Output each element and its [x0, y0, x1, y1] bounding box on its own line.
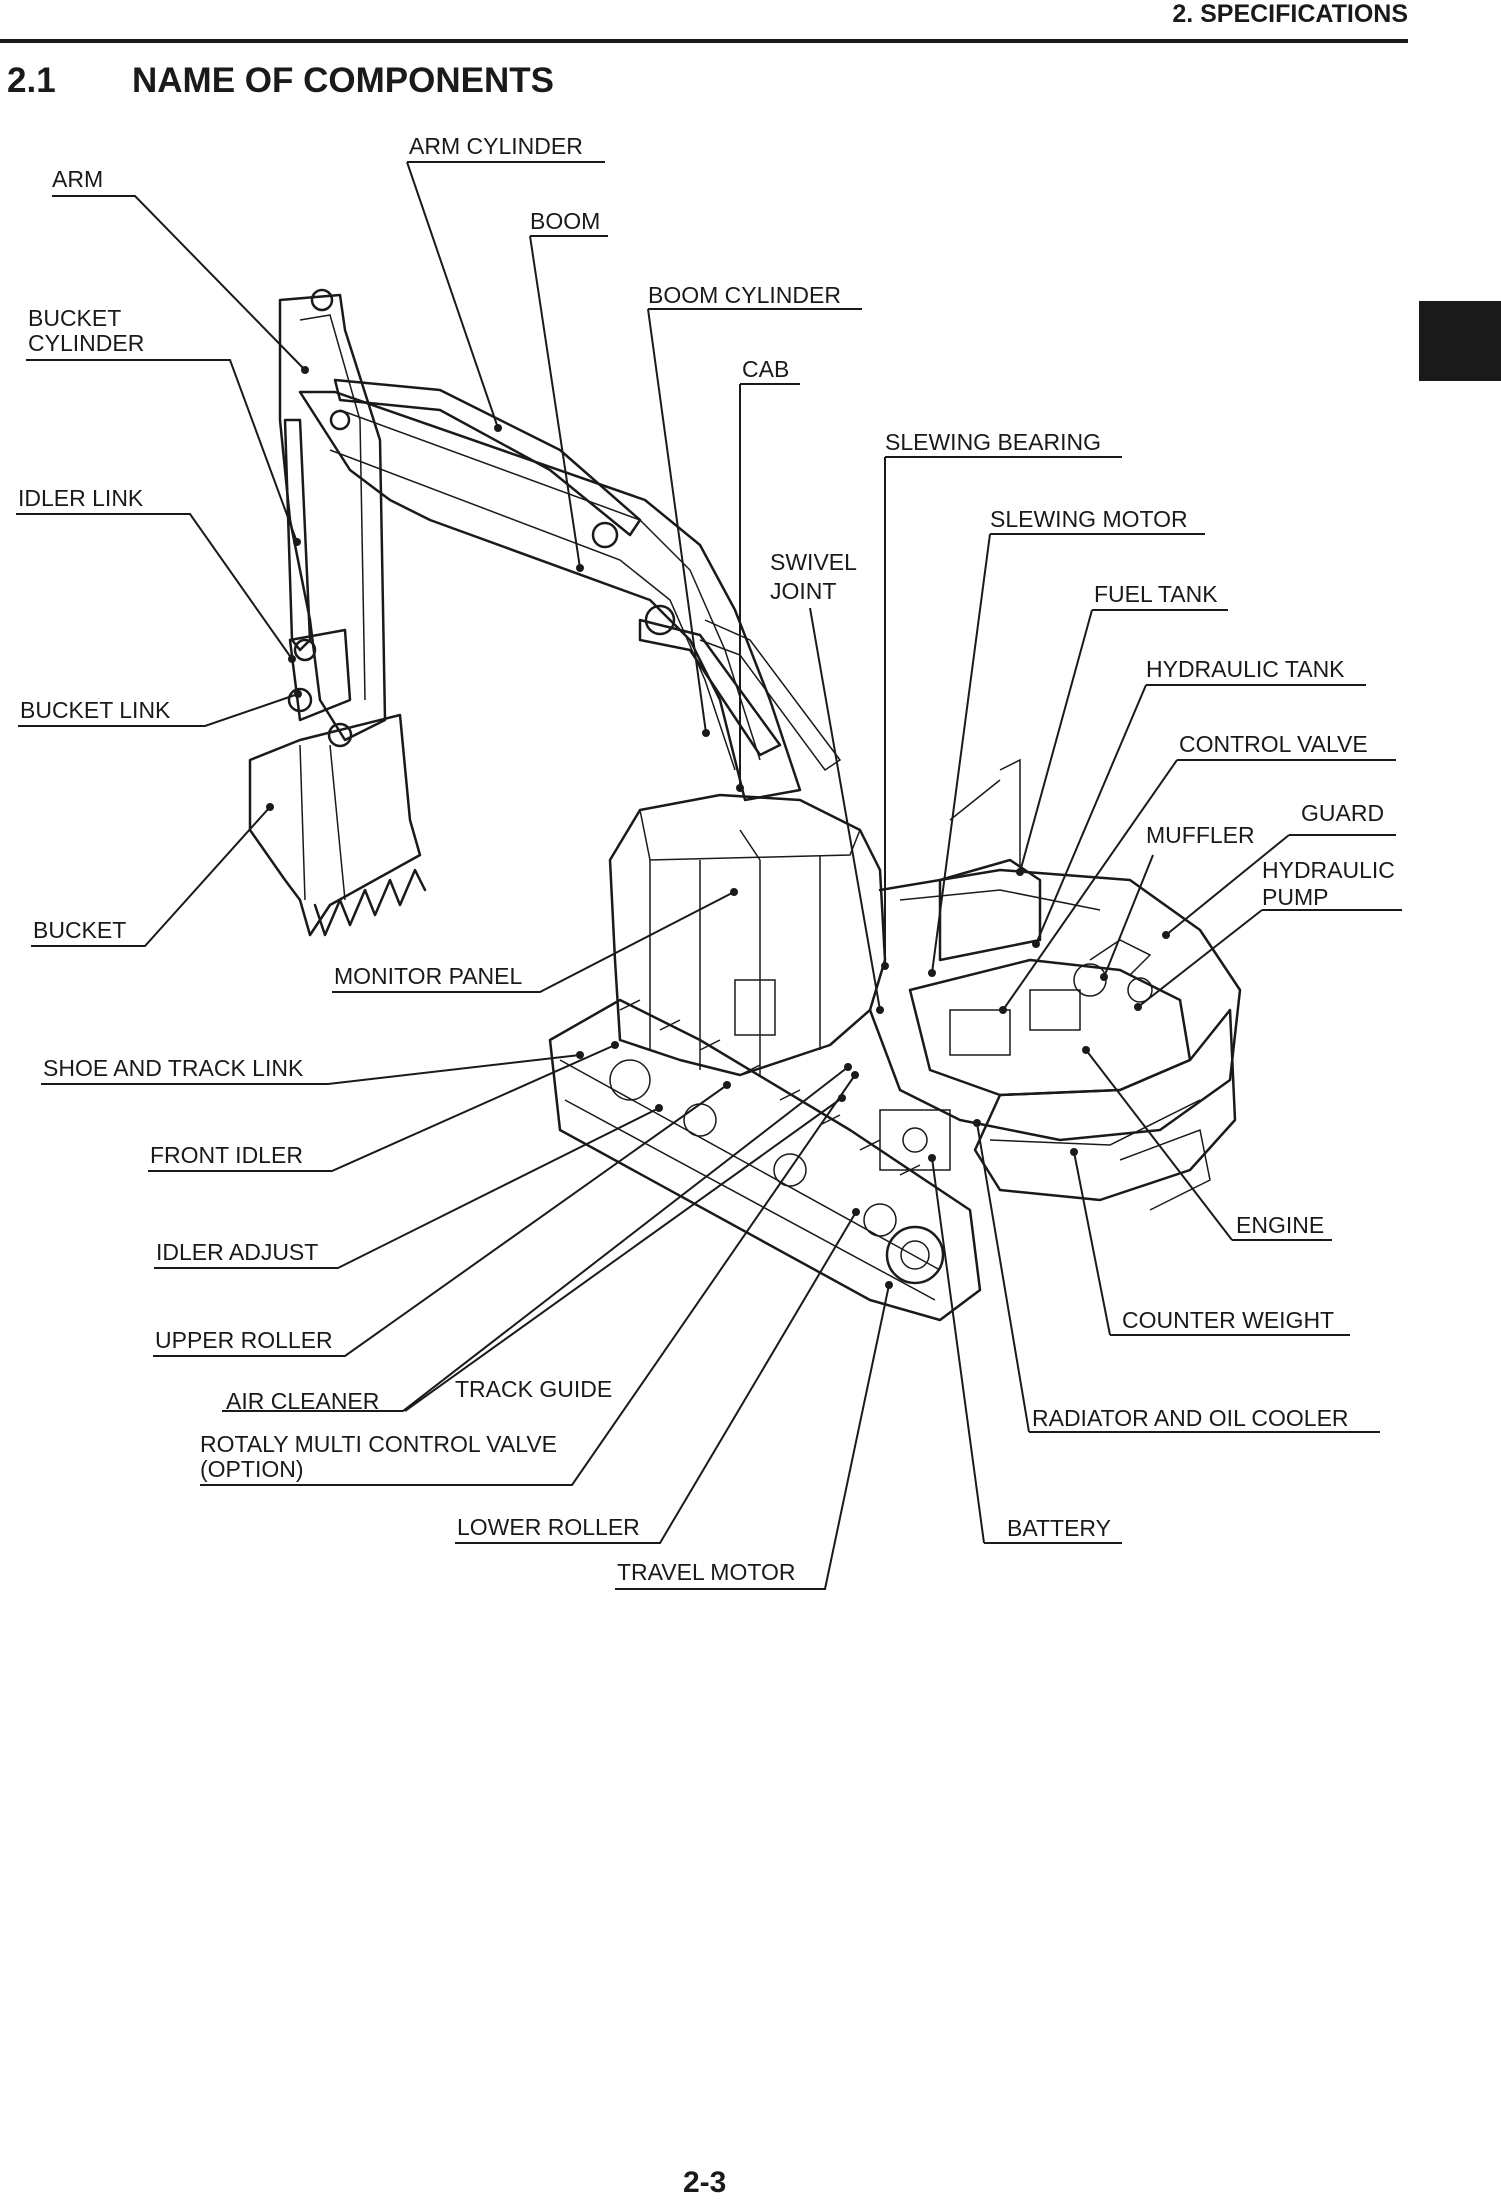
- leader-dots: [266, 366, 1170, 1289]
- label-bucket: BUCKET: [33, 917, 126, 943]
- label-bucket-cylinder-line1: BUCKET: [28, 305, 121, 331]
- label-air-cleaner: AIR CLEANER: [226, 1388, 379, 1414]
- label-guard: GUARD: [1301, 800, 1384, 826]
- label-shoe-and-track-link: SHOE AND TRACK LINK: [43, 1055, 304, 1081]
- header-rule: [0, 39, 1408, 43]
- label-engine: ENGINE: [1236, 1212, 1324, 1238]
- counter-weight-drawing: [973, 1008, 1237, 1202]
- section-number: 2.1: [7, 61, 56, 100]
- label-slewing-motor: SLEWING MOTOR: [990, 506, 1188, 532]
- label-fuel-tank: FUEL TANK: [1094, 581, 1218, 607]
- cab-drawing: [608, 793, 887, 1077]
- label-monitor-panel: MONITOR PANEL: [334, 963, 522, 989]
- chapter-header: 2. SPECIFICATIONS: [1172, 0, 1408, 28]
- component-labels: ARM ARM CYLINDER BOOM BUCKET CYLINDER BO…: [18, 133, 1395, 1585]
- label-bucket-cylinder-line2: CYLINDER: [28, 330, 144, 356]
- label-lower-roller: LOWER ROLLER: [457, 1514, 640, 1540]
- label-rotaly-multi-control-valve-line2: (OPTION): [200, 1456, 304, 1482]
- label-hydraulic-tank: HYDRAULIC TANK: [1146, 656, 1345, 682]
- chapter-tab-marker: [1419, 301, 1501, 381]
- label-swivel-joint-line1: SWIVEL: [770, 549, 857, 575]
- label-rotaly-multi-control-valve-line1: ROTALY MULTI CONTROL VALVE: [200, 1431, 557, 1457]
- label-track-guide: TRACK GUIDE: [455, 1376, 612, 1402]
- excavator-illustration: [248, 288, 1242, 1322]
- label-upper-roller: UPPER ROLLER: [155, 1327, 333, 1353]
- label-battery: BATTERY: [1007, 1515, 1111, 1541]
- label-counter-weight: COUNTER WEIGHT: [1122, 1307, 1334, 1333]
- label-hydraulic-pump-line2: PUMP: [1262, 884, 1328, 910]
- boom-drawing: [298, 390, 802, 802]
- bucket-drawing: [248, 713, 422, 937]
- label-boom: BOOM: [530, 208, 600, 234]
- label-idler-link: IDLER LINK: [18, 485, 144, 511]
- label-idler-adjust: IDLER ADJUST: [156, 1239, 318, 1265]
- label-control-valve: CONTROL VALVE: [1179, 731, 1368, 757]
- label-cab: CAB: [742, 356, 789, 382]
- page-number: 2-3: [683, 2166, 727, 2199]
- label-radiator-and-oil-cooler: RADIATOR AND OIL COOLER: [1032, 1405, 1349, 1431]
- label-swivel-joint-line2: JOINT: [770, 578, 836, 604]
- label-hydraulic-pump-line1: HYDRAULIC: [1262, 857, 1395, 883]
- label-slewing-bearing: SLEWING BEARING: [885, 429, 1101, 455]
- label-travel-motor: TRAVEL MOTOR: [617, 1559, 796, 1585]
- label-front-idler: FRONT IDLER: [150, 1142, 303, 1168]
- label-boom-cylinder: BOOM CYLINDER: [648, 282, 841, 308]
- label-muffler: MUFFLER: [1146, 822, 1255, 848]
- track-drawing: [548, 998, 982, 1322]
- label-arm: ARM: [52, 166, 103, 192]
- label-arm-cylinder: ARM CYLINDER: [409, 133, 583, 159]
- leader-lines: [16, 161, 1402, 1590]
- label-bucket-link: BUCKET LINK: [20, 697, 171, 723]
- section-title: NAME OF COMPONENTS: [132, 61, 554, 100]
